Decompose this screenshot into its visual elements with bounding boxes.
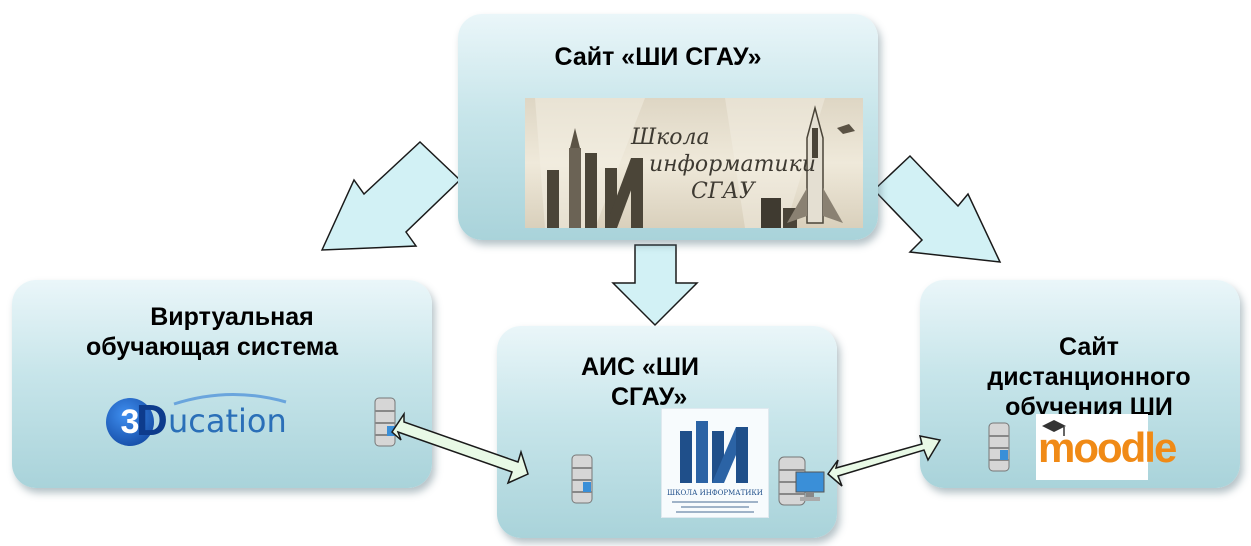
left-box-virtual-system: Виртуальная обучающая система 3 D ucatio…	[12, 280, 432, 488]
banner-line-2: информатики	[649, 152, 816, 177]
left-box-title: Виртуальная обучающая система	[52, 302, 412, 362]
school-logo: ШКОЛА ИНФОРМАТИКИ	[661, 408, 769, 518]
center-box-title: АИС «ШИ СГАУ»	[567, 352, 777, 412]
top-box-site: Сайт «ШИ СГАУ» Школа ин	[458, 14, 878, 240]
arrow-to-left-box-shape	[320, 140, 462, 251]
education-logo: 3 D ucation	[106, 392, 287, 446]
double-arrow-left	[391, 411, 529, 485]
banner-line-1: Школа	[631, 125, 710, 150]
center-box-title-line-1: АИС «ШИ	[581, 353, 700, 381]
database-icon-center-left	[571, 454, 593, 504]
database-computer-icon-center-right	[778, 456, 825, 506]
school-logo-graphic	[680, 421, 748, 483]
right-box-title-line-1: Сайт	[1059, 333, 1119, 361]
center-box-ais: АИС «ШИ СГАУ» ШКОЛА ИНФОРМАТИКИ	[497, 326, 837, 538]
education-logo-digit: 3	[106, 398, 154, 446]
double-arrow-right	[826, 435, 942, 487]
banner-line-3: СГАУ	[691, 179, 755, 204]
right-box-distance-learning: Сайт дистанционного обучения ШИ moodle	[920, 280, 1240, 488]
banner-text: Школа информатики СГАУ	[631, 124, 816, 205]
school-banner-image: Школа информатики СГАУ	[525, 98, 863, 228]
graduation-cap-icon	[1042, 420, 1066, 436]
database-icon-left	[374, 397, 396, 447]
database-icon-right	[988, 422, 1010, 472]
top-box-title: Сайт «ШИ СГАУ»	[554, 43, 762, 71]
banner-graphic	[535, 98, 855, 228]
school-logo-caption: ШКОЛА ИНФОРМАТИКИ	[667, 489, 763, 497]
right-box-title-line-2: дистанционного	[987, 363, 1191, 391]
school-logo-subtext	[672, 501, 758, 513]
arrow-to-right-box	[872, 154, 1002, 263]
moodle-logo-text: moodle	[1038, 424, 1177, 471]
arrow-to-center-box	[611, 244, 699, 327]
center-box-title-line-2: СГАУ»	[611, 383, 688, 411]
education-logo-swoosh	[173, 392, 287, 406]
left-box-title-line-2: обучающая система	[86, 333, 338, 361]
left-box-title-line-1: Виртуальная	[150, 303, 314, 331]
moodle-logo: moodle	[1036, 414, 1177, 480]
education-logo-rest: ucation	[168, 402, 287, 440]
education-logo-letter: D	[136, 396, 168, 445]
